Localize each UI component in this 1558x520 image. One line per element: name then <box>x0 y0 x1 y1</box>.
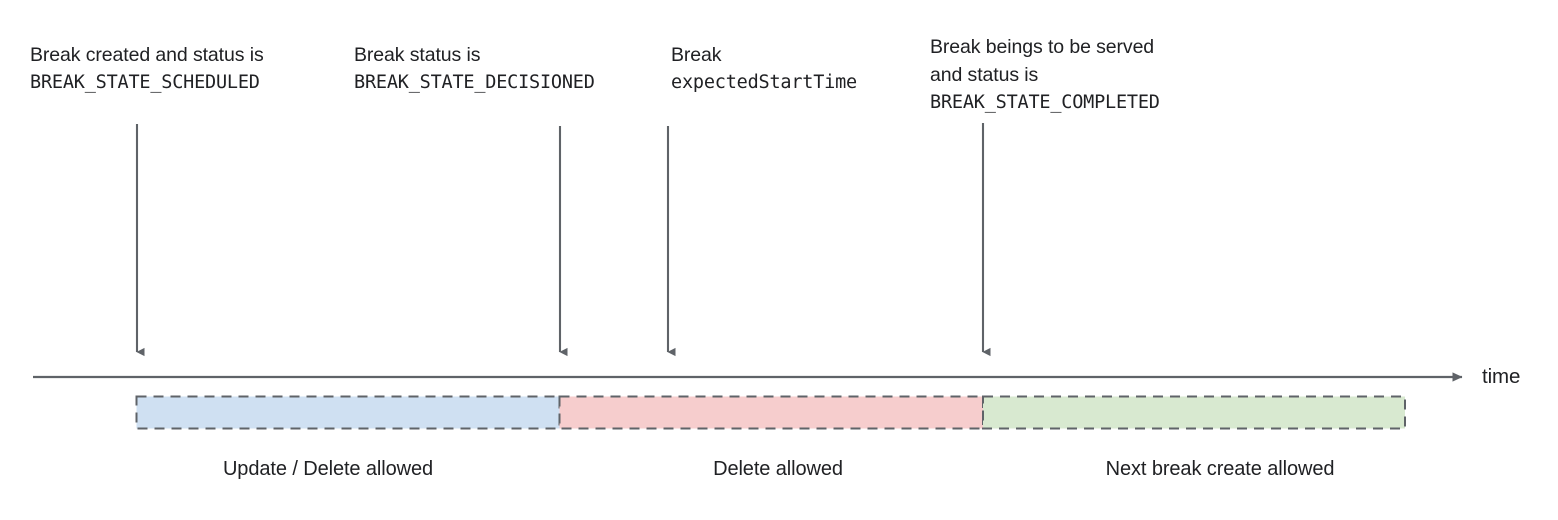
segment-bar-update-delete <box>135 395 561 430</box>
annotation-line: Break created and status is <box>30 44 264 66</box>
annotation-line-field-name: expectedStartTime <box>671 72 857 93</box>
segment-label-next-break-create: Next break create allowed <box>1105 458 1335 480</box>
annotation-line: Break <box>671 44 722 66</box>
event-annotation-break-created: Break created and status is BREAK_STATE_… <box>30 41 264 97</box>
segment-bar-next-break-create <box>982 395 1406 430</box>
annotation-line-status-code: BREAK_STATE_DECISIONED <box>354 72 595 93</box>
time-axis-label: time <box>1482 365 1521 388</box>
annotation-line: and status is <box>930 64 1039 86</box>
segment-label-delete-only: Delete allowed <box>713 458 843 480</box>
segment-bar-delete-only <box>558 395 984 430</box>
event-annotation-break-completed: Break beings to be served and status is … <box>930 33 1160 117</box>
annotation-line: Break status is <box>354 44 481 66</box>
phase-segment-bars <box>135 395 1406 430</box>
event-annotation-break-decisioned: Break status is BREAK_STATE_DECISIONED <box>354 41 595 97</box>
annotation-line-status-code: BREAK_STATE_SCHEDULED <box>30 72 260 93</box>
segment-label-update-delete: Update / Delete allowed <box>222 458 434 480</box>
event-marker-arrows <box>135 123 991 357</box>
annotation-line-status-code: BREAK_STATE_COMPLETED <box>930 92 1160 113</box>
annotation-line: Break beings to be served <box>930 36 1155 58</box>
event-annotation-expected-start-time: Break expectedStartTime <box>671 41 857 97</box>
